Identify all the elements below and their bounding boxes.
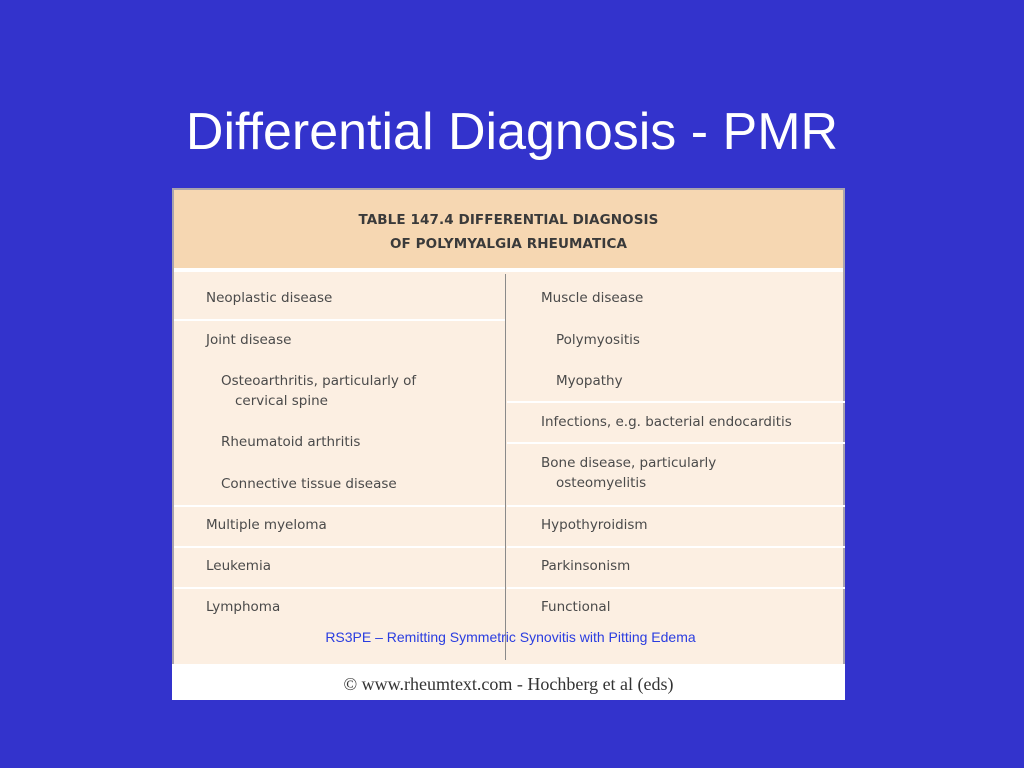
row-separator [507,505,845,507]
rs3pe-footnote: RS3PE – Remitting Symmetric Synovitis wi… [325,629,696,645]
header-divider [174,268,843,272]
row-separator [507,442,845,444]
table-cell-parkinsonism: Parkinsonism [541,558,631,574]
row-separator [507,587,845,589]
table-cell-lymphoma: Lymphoma [206,599,281,615]
table-cell-muscle-disease: Muscle disease [541,290,644,306]
row-separator [507,546,845,548]
row-separator [507,401,845,403]
table-cell-neoplastic-disease: Neoplastic disease [206,290,333,306]
table-cell-joint-disease: Joint disease [206,332,292,348]
table-cell-hypothyroidism: Hypothyroidism [541,517,648,533]
table-cell-rheumatoid-arthritis: Rheumatoid arthritis [221,434,361,450]
column-divider [505,274,506,660]
table-cell-polymyositis: Polymyositis [556,332,640,348]
table-cell-bone-disease: Bone disease, particularly [541,455,717,471]
table-heading-line-1: TABLE 147.4 DIFFERENTIAL DIAGNOSIS [358,212,659,228]
table-cell-infections: Infections, e.g. bacterial endocarditis [541,414,792,430]
row-separator [174,319,505,321]
table-cell-cervical-spine: cervical spine [235,393,328,409]
table-header: TABLE 147.4 DIFFERENTIAL DIAGNOSIS OF PO… [174,188,843,268]
row-separator [174,505,505,507]
table-cell-leukemia: Leukemia [206,558,271,574]
table-cell-multiple-myeloma: Multiple myeloma [206,517,327,533]
table-cell-myopathy: Myopathy [556,373,623,389]
slide-title: Differential Diagnosis - PMR [185,103,839,161]
table-figure: TABLE 147.4 DIFFERENTIAL DIAGNOSIS OF PO… [172,188,845,700]
row-separator [174,587,505,589]
table-cell-functional: Functional [541,599,611,615]
table-heading-line-2: OF POLYMYALGIA RHEUMATICA [389,236,628,252]
row-separator [174,546,505,548]
differential-diagnosis-table: TABLE 147.4 DIFFERENTIAL DIAGNOSIS OF PO… [172,188,845,664]
table-cell-connective-tissue-disease: Connective tissue disease [221,476,397,492]
table-cell-osteomyelitis: osteomyelitis [556,475,647,491]
table-cell-osteoarthritis: Osteoarthritis, particularly of [221,373,417,389]
copyright-caption: © www.rheumtext.com - Hochberg et al (ed… [343,674,674,694]
